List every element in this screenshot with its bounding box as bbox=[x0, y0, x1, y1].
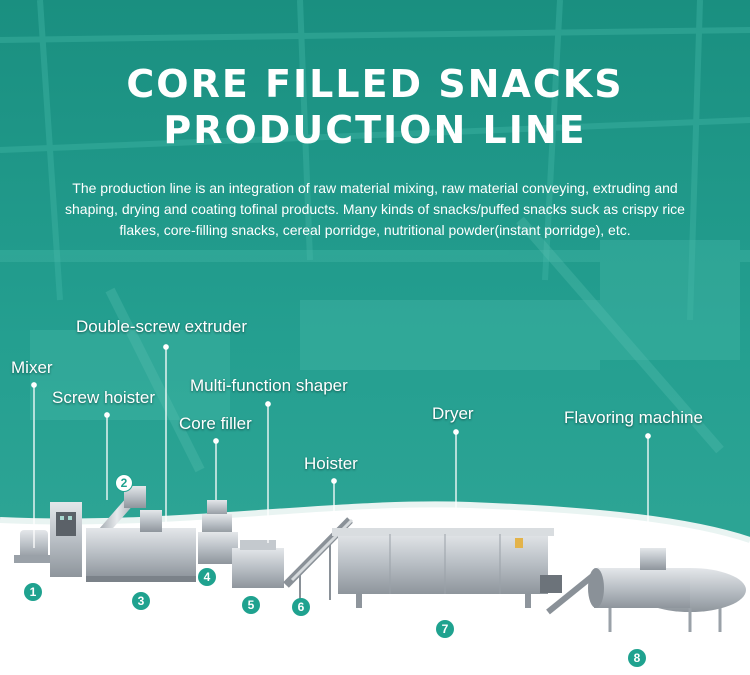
badge-6: 6 bbox=[292, 598, 310, 616]
description: The production line is an integration of… bbox=[65, 180, 685, 238]
badge-8: 8 bbox=[628, 649, 646, 667]
core-filler-machine bbox=[198, 500, 238, 564]
badge-2: 2 bbox=[115, 474, 133, 492]
label-hoister: Hoister bbox=[304, 454, 358, 473]
badge-4: 4 bbox=[198, 568, 216, 586]
title-line-2: PRODUCTION LINE bbox=[163, 108, 587, 152]
label-dryer: Dryer bbox=[432, 404, 474, 423]
double-screw-extruder-machine bbox=[86, 510, 196, 582]
label-flavoring-machine: Flavoring machine bbox=[564, 408, 703, 427]
badge-1: 1 bbox=[24, 583, 42, 601]
callout-lines bbox=[31, 344, 651, 548]
dryer-machine bbox=[332, 528, 562, 608]
badge-7: 7 bbox=[436, 620, 454, 638]
title-line-1: CORE FILLED SNACKS bbox=[126, 62, 624, 106]
badge-5: 5 bbox=[242, 596, 260, 614]
flavoring-machine bbox=[546, 548, 746, 632]
label-screw-hoister: Screw hoister bbox=[52, 388, 155, 407]
badge-3: 3 bbox=[132, 592, 150, 610]
label-core-filler: Core filler bbox=[179, 414, 252, 433]
label-double-screw-extruder: Double-screw extruder bbox=[76, 317, 248, 336]
label-multi-function-shaper: Multi-function shaper bbox=[190, 376, 348, 395]
multi-function-shaper-machine bbox=[232, 540, 284, 588]
label-mixer: Mixer bbox=[11, 358, 53, 377]
